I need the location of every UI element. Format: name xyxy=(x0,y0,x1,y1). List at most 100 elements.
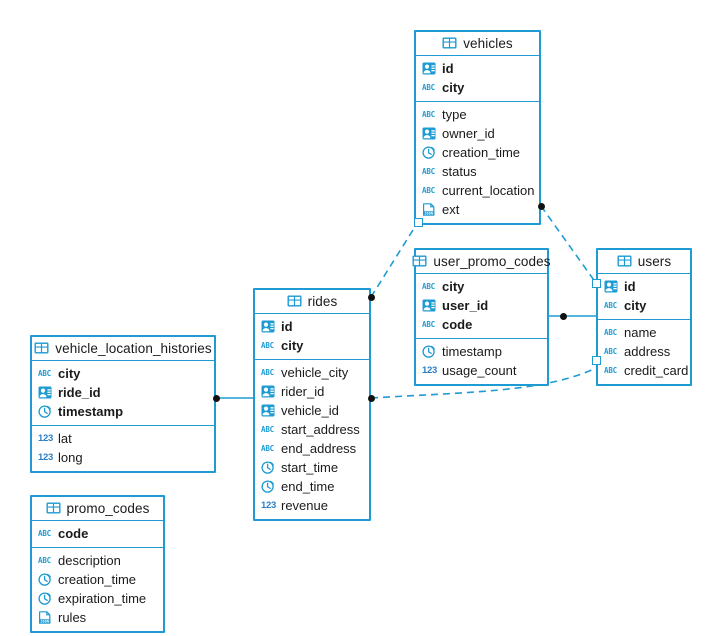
field-row[interactable]: timestamp xyxy=(416,342,547,361)
field-label: address xyxy=(624,344,671,359)
field-label: ext xyxy=(442,202,460,217)
field-label: start_address xyxy=(281,422,360,437)
field-label: status xyxy=(442,164,477,179)
field-label: vehicle_id xyxy=(281,403,339,418)
field-row[interactable]: end_time xyxy=(255,477,369,496)
field-row[interactable]: creation_time xyxy=(416,143,539,162)
clock-icon xyxy=(38,405,53,418)
field-row[interactable]: rider_id xyxy=(255,382,369,401)
field-label: owner_id xyxy=(442,126,495,141)
abc-text-icon: ABC xyxy=(604,366,617,375)
field-row[interactable]: ABC address xyxy=(598,342,690,361)
field-label: creation_time xyxy=(442,145,521,160)
field-row[interactable]: creation_time xyxy=(32,570,163,589)
field-row[interactable]: vehicle_id xyxy=(255,401,369,420)
table-icon xyxy=(46,502,61,515)
field-label: city xyxy=(442,80,465,95)
field-label: city xyxy=(281,338,304,353)
clock-icon xyxy=(261,480,276,493)
field-row[interactable]: user_id xyxy=(416,296,547,315)
field-row[interactable]: owner_id xyxy=(416,124,539,143)
relationship-source-dot xyxy=(212,394,220,402)
field-label: ride_id xyxy=(58,385,101,400)
field-label: timestamp xyxy=(58,404,124,419)
relationship-source-dot xyxy=(537,202,545,210)
abc-text-icon: ABC xyxy=(604,347,617,356)
field-row[interactable]: id xyxy=(416,59,539,78)
table-name: promo_codes xyxy=(66,501,150,516)
key-id-icon xyxy=(422,127,437,140)
field-row[interactable]: ride_id xyxy=(32,383,214,402)
field-row[interactable]: id xyxy=(598,277,690,296)
key-id-icon xyxy=(422,299,437,312)
table-header[interactable]: users xyxy=(598,250,690,274)
table-header[interactable]: rides xyxy=(255,290,369,314)
field-row[interactable]: start_time xyxy=(255,458,369,477)
field-label: creation_time xyxy=(58,572,137,587)
field-label: timestamp xyxy=(442,344,502,359)
abc-text-icon: ABC xyxy=(604,328,617,337)
field-label: city xyxy=(624,298,647,313)
field-label: start_time xyxy=(281,460,339,475)
field-row[interactable]: timestamp xyxy=(32,402,214,421)
field-row[interactable]: 123 long xyxy=(32,448,214,467)
number-icon: 123 xyxy=(38,433,53,444)
table-header[interactable]: vehicle_location_histories xyxy=(32,337,214,361)
table-name: vehicles xyxy=(463,36,513,51)
table-header[interactable]: user_promo_codes xyxy=(412,250,550,274)
abc-text-icon: ABC xyxy=(422,110,435,119)
relationship-line-vehicles-to-users xyxy=(540,205,597,284)
field-label: long xyxy=(58,450,83,465)
field-row[interactable]: id xyxy=(255,317,369,336)
table-header[interactable]: vehicles xyxy=(416,32,539,56)
table-icon xyxy=(442,37,457,50)
field-label: end_address xyxy=(281,441,357,456)
table-header[interactable]: promo_codes xyxy=(32,497,163,521)
field-label: city xyxy=(58,366,81,381)
key-id-icon xyxy=(422,62,437,75)
clock-icon xyxy=(38,592,53,605)
abc-text-icon: ABC xyxy=(261,368,274,377)
table-icon xyxy=(412,255,427,268)
table-name: rides xyxy=(307,294,338,309)
table-icon xyxy=(617,255,632,268)
clock-icon xyxy=(38,573,53,586)
abc-text-icon: ABC xyxy=(422,186,435,195)
field-row[interactable]: expiration_time xyxy=(32,589,163,608)
abc-text-icon: ABC xyxy=(422,282,435,291)
relationship-target-square xyxy=(591,355,601,365)
number-icon: 123 xyxy=(38,452,53,463)
key-id-icon xyxy=(261,404,276,417)
